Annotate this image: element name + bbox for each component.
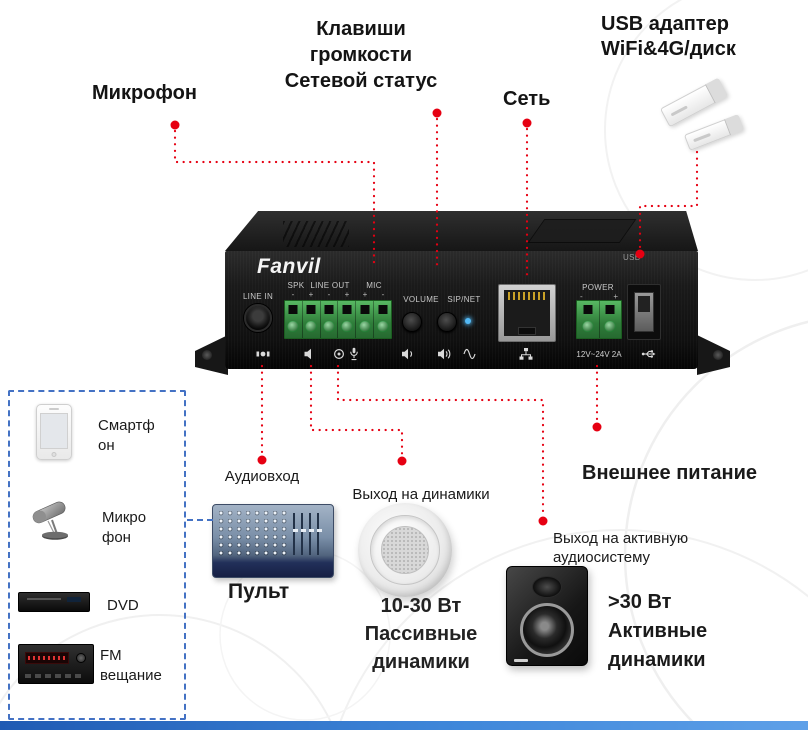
label-active-title: >30 Вт	[608, 591, 672, 613]
terminal-slot	[321, 301, 339, 338]
source-label-fm: FM вещание	[100, 647, 162, 684]
label-volume-keys-line1: Клавиши	[316, 18, 406, 40]
usb-wifi-dongle-icon	[659, 77, 729, 128]
label-network: Сеть	[503, 88, 551, 110]
label-active-line2: динамики	[608, 649, 706, 671]
label-passive-line2: динамики	[372, 651, 470, 673]
fm-radio-icon	[18, 644, 94, 684]
desk-microphone-icon	[32, 501, 68, 540]
label-usb-adapter: USB адаптер WiFi&4G/диск	[601, 12, 736, 62]
terminal-slot	[303, 301, 321, 338]
label-sip-net: SIP/NET	[447, 295, 481, 304]
ceiling-speaker-icon	[358, 503, 452, 597]
source-label-smartphone: Смартфон	[98, 417, 155, 454]
dvd-player-icon	[18, 592, 90, 612]
volume-down-icon	[402, 348, 413, 360]
label-passive-title: 10-30 Вт	[380, 595, 462, 617]
mic-icon	[350, 347, 358, 361]
sip-net-button	[437, 312, 457, 332]
volume-up-icon	[438, 348, 451, 360]
label-usb-adapter-line2: WiFi&4G/диск	[601, 38, 736, 60]
label-usb-adapter-line1: USB адаптер	[601, 13, 729, 35]
ethernet-port	[498, 284, 556, 342]
label-active-output-line2: аудиосистему	[553, 549, 651, 566]
power-terminal-block	[576, 300, 622, 339]
terminal-slot	[577, 301, 600, 338]
label-mixer: Пульт	[228, 580, 290, 603]
label-speaker-output: Выход на динамики	[352, 486, 490, 503]
port-label-line-out: LINE OUT	[310, 281, 350, 290]
source-label-microphone: Микрофон	[102, 509, 147, 546]
usb-trident-icon	[641, 350, 656, 358]
lan-icon	[519, 348, 533, 360]
source-label-dvd: DVD	[107, 597, 139, 614]
power-polarity-marks: - +	[580, 292, 618, 301]
active-speaker-icon	[506, 566, 588, 666]
port-label-mic: MIC	[366, 281, 382, 290]
label-active-output-line1: Выход на активную	[553, 530, 689, 547]
power-rating-label: 12V~24V 2A	[576, 350, 622, 359]
label-audio-input: Аудиовход	[224, 468, 300, 485]
usb-port	[627, 284, 661, 340]
status-led	[465, 318, 471, 324]
terminal-slot	[374, 301, 391, 338]
speaker-terminal-block	[284, 300, 392, 339]
label-volume-keys-line2: громкости	[309, 44, 413, 66]
terminal-slot	[285, 301, 303, 338]
volume-button	[402, 312, 422, 332]
line-in-icon	[256, 351, 270, 357]
terminal-slot	[356, 301, 375, 338]
label-passive-speakers: 10-30 Вт Пассивные динамики	[336, 592, 506, 676]
label-active-output: Выход на активную аудиосистему	[553, 529, 688, 567]
mount-ear-left	[195, 335, 228, 375]
port-label-line-in: LINE IN	[242, 292, 274, 301]
footer-bar	[0, 721, 808, 730]
label-active-speakers: >30 Вт Активные динамики	[608, 588, 707, 675]
speaker-icon	[304, 348, 311, 360]
label-passive-line1: Пассивные	[364, 623, 478, 645]
label-volume: VOLUME	[403, 295, 439, 304]
label-volume-keys-network-status: Клавиши громкости Сетевой статус	[266, 16, 456, 94]
label-microphone: Микрофон	[92, 82, 197, 104]
terminal-slot	[338, 301, 357, 338]
brand-logo: Fanvil	[257, 255, 321, 278]
label-external-power: Внешнее питание	[582, 462, 757, 484]
label-usb: USB	[623, 253, 641, 262]
gateway-device: Fanvil LINE IN SPK LINE OUT MIC - + - + …	[195, 205, 730, 377]
line-in-jack	[244, 304, 272, 332]
vent-lines	[283, 221, 349, 247]
mount-ear-right	[697, 335, 730, 375]
label-network-status: Сетевой статус	[284, 70, 438, 92]
label-power: POWER	[582, 283, 614, 292]
smartphone-icon	[36, 404, 72, 460]
usb-dongles	[645, 62, 785, 162]
signal-wave-icon	[463, 348, 476, 360]
terminal-polarity-marks: - + - + + -	[291, 290, 385, 299]
device-top-face	[225, 211, 698, 251]
usb-disk-dongle-icon	[683, 114, 745, 151]
port-label-spk: SPK	[287, 281, 305, 290]
device-front-panel: Fanvil LINE IN SPK LINE OUT MIC - + - + …	[225, 251, 698, 369]
line-out-icon	[333, 348, 345, 360]
terminal-slot	[600, 301, 622, 338]
audio-sources-box: Смартфон Микрофон DVD FM вещание	[8, 390, 186, 720]
top-ridge	[527, 219, 637, 243]
label-active-line1: Активные	[608, 620, 708, 642]
mixer-console-icon	[212, 504, 334, 578]
